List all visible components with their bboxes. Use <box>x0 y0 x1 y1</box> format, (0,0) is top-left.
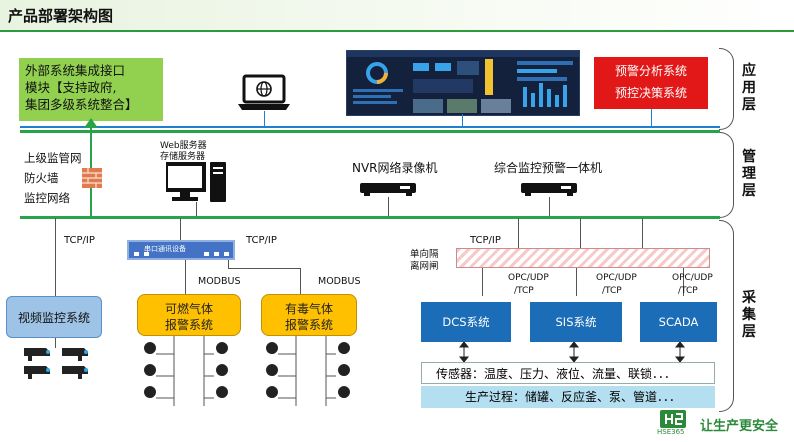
serial-link <box>180 218 181 240</box>
dcs-system-box: DCS系统 <box>421 302 511 342</box>
combustible-sensor-tree-icon <box>144 336 228 406</box>
tcpip-video-label: TCP/IP <box>64 235 95 246</box>
laptop-icon <box>238 74 290 110</box>
management-bottom-line <box>20 216 720 219</box>
slogan: 让生产更安全 <box>700 419 779 434</box>
video-link <box>55 218 56 296</box>
tcpip-gateway-label: TCP/IP <box>470 235 501 246</box>
gateway-link-3 <box>642 218 643 248</box>
management-layer-label: 管理层 <box>742 149 756 199</box>
dashboard-thumbnail <box>346 50 580 116</box>
laptop-link <box>264 111 265 126</box>
header-separator <box>0 30 794 32</box>
server-computer-icon <box>166 162 226 202</box>
toxic-line-1: 有毒气体 <box>284 302 333 316</box>
gateway-label-1: 单向隔 <box>410 249 439 260</box>
nvr-device-icon <box>360 183 416 196</box>
page-title: 产品部署架构图 <box>8 7 114 25</box>
scada-system-box: SCADA <box>640 302 717 342</box>
toxic-sensor-tree-icon <box>266 336 350 406</box>
dcs-link <box>482 268 483 296</box>
collection-layer-bracket <box>719 220 734 412</box>
external-integration-box: 外部系统集成接口 模块【支持政府, 集团多级系统整合】 <box>19 58 163 121</box>
external-line-1: 外部系统集成接口 <box>25 63 126 78</box>
toxic-link <box>300 268 301 294</box>
video-system-box: 视频监控系统 <box>6 296 102 338</box>
external-line-3: 集团多级系统整合】 <box>25 97 138 112</box>
tcpip-serial-label: TCP/IP <box>246 235 277 246</box>
combustible-line-2: 报警系统 <box>164 318 213 332</box>
toxic-line-2: 报警系统 <box>284 318 333 332</box>
serial-device-label: 串口通讯设备 <box>144 245 186 253</box>
integrated-device-icon <box>521 183 577 196</box>
header-bar <box>0 0 794 32</box>
sis-system-box: SIS系统 <box>530 302 622 342</box>
bidirectional-arrows-icon <box>458 342 686 362</box>
collection-layer-label: 采集层 <box>742 290 756 340</box>
warning-line-2: 预控决策系统 <box>614 86 687 100</box>
nvr-label: NVR网络录像机 <box>352 161 438 175</box>
opc-label-2-top: OPC/UDP <box>596 273 637 283</box>
combustible-line-1: 可燃气体 <box>164 302 213 316</box>
toxic-gas-box: 有毒气体 报警系统 <box>261 294 357 336</box>
sis-link <box>576 268 577 296</box>
upper-network-line-3: 监控网络 <box>24 191 70 205</box>
modbus-label-1: MODBUS <box>198 276 241 287</box>
dashboard-link <box>462 114 463 126</box>
nvr-link <box>388 197 389 216</box>
application-network-line <box>20 126 720 128</box>
uplink-arrow-icon <box>84 118 98 128</box>
upper-network-line-1: 上级监管网 <box>24 151 82 165</box>
firewall-icon <box>82 168 102 188</box>
camera-group-icon <box>24 348 88 379</box>
web-server-label: Web服务器 <box>160 141 207 151</box>
modbus-label-2: MODBUS <box>318 276 361 287</box>
integrated-device-label: 综合监控预警一体机 <box>494 161 603 175</box>
production-process-bar: 生产过程：储罐、反应釜、泵、管道．．． <box>421 386 715 408</box>
gateway-link-2 <box>580 218 581 248</box>
opc-label-1-top: OPC/UDP <box>508 273 549 283</box>
opc-label-3-top: OPC/UDP <box>672 273 713 283</box>
external-line-2: 模块【支持政府, <box>25 80 117 95</box>
warning-system-box: 预警分析系统 预控决策系统 <box>594 57 708 109</box>
management-layer-bracket <box>719 132 734 218</box>
application-layer-bracket <box>719 48 734 130</box>
management-top-line <box>20 130 720 133</box>
opc-label-2-bottom: /TCP <box>602 286 622 296</box>
sensor-bar: 传感器：温度、压力、液位、流量、联锁．．． <box>421 362 715 384</box>
server-link <box>196 202 197 216</box>
opc-label-3-bottom: /TCP <box>678 286 698 296</box>
hse365-logo-icon <box>660 410 686 428</box>
scada-link <box>683 268 684 296</box>
gateway-link-1 <box>518 218 519 248</box>
toxic-riser <box>228 260 229 268</box>
opc-label-1-bottom: /TCP <box>514 286 534 296</box>
integrated-link <box>549 197 550 216</box>
warning-link <box>651 109 652 126</box>
gateway-label-2: 离网闸 <box>410 261 439 272</box>
warning-line-1: 预警分析系统 <box>614 64 687 78</box>
camera-link <box>55 338 56 348</box>
application-layer-label: 应用层 <box>742 63 756 113</box>
one-way-gateway-bar <box>456 248 710 268</box>
upper-network-line-2: 防火墙 <box>24 171 59 185</box>
combustible-link <box>185 260 186 294</box>
storage-server-label: 存储服务器 <box>160 152 206 162</box>
logo-text: HSE365 <box>657 428 685 436</box>
combustible-gas-box: 可燃气体 报警系统 <box>137 294 241 336</box>
serial-ports-icon <box>134 252 229 256</box>
toxic-horizontal-link <box>228 268 300 269</box>
